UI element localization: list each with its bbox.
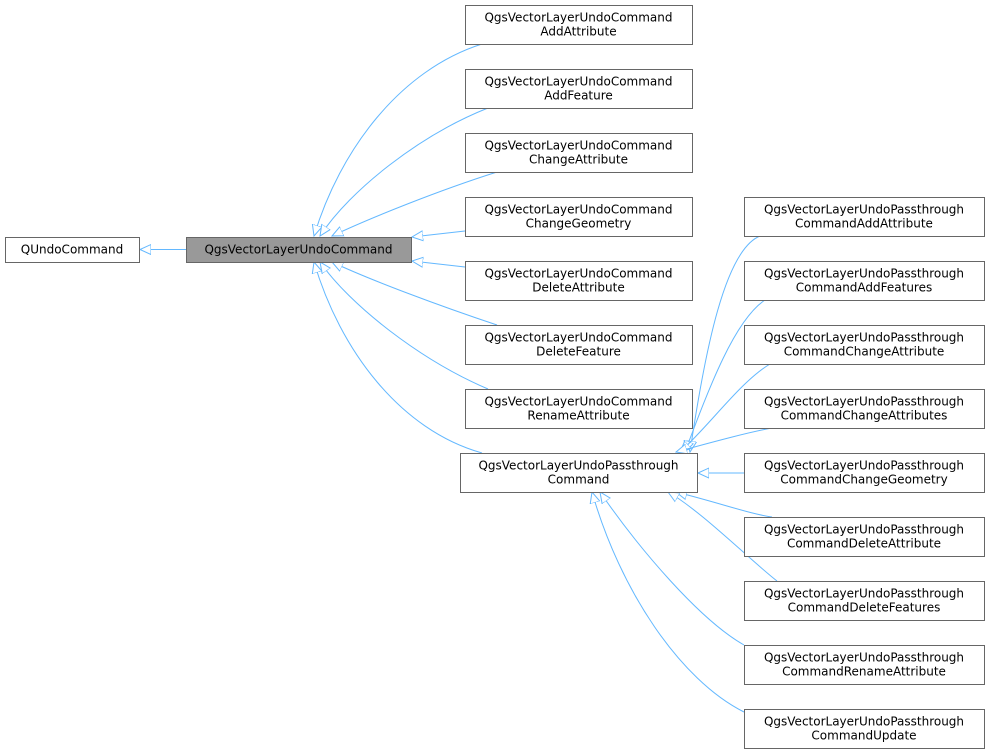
node-label: CommandChangeAttribute (784, 345, 945, 359)
node-p_chgattrs[interactable]: QgsVectorLayerUndoPassthroughCommandChan… (744, 389, 985, 429)
edge-p_addfeat-to-pass (685, 299, 766, 452)
edge-p_renattr-to-pass (600, 492, 745, 646)
node-box (465, 133, 693, 173)
node-label: QgsVectorLayerUndoCommand (484, 395, 672, 409)
node-base: QgsVectorLayerUndoCommand (186, 237, 412, 263)
node-box (460, 453, 698, 493)
node-box (744, 325, 985, 365)
node-p_update[interactable]: QgsVectorLayerUndoPassthroughCommandUpda… (744, 709, 985, 749)
edge-pass-to-base (314, 262, 483, 454)
node-box (744, 517, 985, 557)
node-label: AddAttribute (540, 25, 616, 39)
node-p_addattr[interactable]: QgsVectorLayerUndoPassthroughCommandAddA… (744, 197, 985, 237)
edge-p_delattr-to-pass (676, 492, 773, 518)
node-label: CommandAddAttribute (795, 217, 933, 231)
node-box (465, 389, 693, 429)
node-label: QgsVectorLayerUndoCommand (484, 75, 672, 89)
node-label: QgsVectorLayerUndoPassthrough (764, 715, 964, 729)
node-label: QgsVectorLayerUndoCommand (484, 139, 672, 153)
node-qundo[interactable]: QUndoCommand (5, 237, 140, 263)
node-box (744, 709, 985, 749)
node-box (465, 5, 693, 45)
node-p_renattr[interactable]: QgsVectorLayerUndoPassthroughCommandRena… (744, 645, 985, 685)
node-box (465, 69, 693, 109)
node-box (186, 237, 412, 263)
node-box (465, 325, 693, 365)
node-label: QgsVectorLayerUndoPassthrough (764, 267, 964, 281)
node-label: QgsVectorLayerUndoPassthrough (764, 459, 964, 473)
node-label: CommandDeleteFeatures (788, 601, 941, 615)
node-label: QgsVectorLayerUndoCommand (484, 331, 672, 345)
node-label: QgsVectorLayerUndoCommand (484, 11, 672, 25)
node-label: CommandDeleteAttribute (787, 537, 941, 551)
node-p_addfeat[interactable]: QgsVectorLayerUndoPassthroughCommandAddF… (744, 261, 985, 301)
node-label: ChangeAttribute (529, 153, 628, 167)
node-label: QgsVectorLayerUndoCommand (484, 203, 672, 217)
node-box (744, 645, 985, 685)
node-label: QgsVectorLayerUndoPassthrough (764, 651, 964, 665)
node-label: QgsVectorLayerUndoPassthrough (764, 203, 964, 217)
node-label: AddFeature (544, 89, 613, 103)
edge-p_delfeat-to-pass (668, 492, 778, 582)
node-box (465, 261, 693, 301)
node-label: QgsVectorLayerUndoPassthrough (764, 523, 964, 537)
node-label: DeleteFeature (536, 345, 621, 359)
node-box (744, 453, 985, 493)
edge-renattr-to-base (320, 262, 489, 390)
node-p_chggeom[interactable]: QgsVectorLayerUndoPassthroughCommandChan… (744, 453, 985, 493)
node-label: RenameAttribute (527, 409, 629, 423)
node-box (744, 389, 985, 429)
node-label: QgsVectorLayerUndoPassthrough (764, 587, 964, 601)
node-p_chgattr[interactable]: QgsVectorLayerUndoPassthroughCommandChan… (744, 325, 985, 365)
node-p_delattr[interactable]: QgsVectorLayerUndoPassthroughCommandDele… (744, 517, 985, 557)
node-label: QgsVectorLayerUndoPassthrough (764, 395, 964, 409)
edge-p_chgattr-to-pass (680, 363, 771, 452)
node-label: DeleteAttribute (532, 281, 624, 295)
node-box (744, 581, 985, 621)
node-box (744, 261, 985, 301)
edge-p_chgattrs-to-pass (676, 427, 773, 452)
node-label: QgsVectorLayerUndoCommand (204, 243, 392, 257)
edge-p_update-to-pass (592, 492, 745, 713)
node-label: CommandUpdate (811, 729, 916, 743)
node-p_delfeat[interactable]: QgsVectorLayerUndoPassthroughCommandDele… (744, 581, 985, 621)
node-label: QgsVectorLayerUndoCommand (484, 267, 672, 281)
node-label: QUndoCommand (21, 243, 123, 257)
edge-delattr-to-base (412, 261, 466, 267)
node-label: CommandChangeAttributes (781, 409, 948, 423)
node-label: QgsVectorLayerUndoPassthrough (764, 331, 964, 345)
node-label: ChangeGeometry (526, 217, 632, 231)
edge-addfeat-to-base (320, 107, 489, 236)
node-box (5, 237, 140, 263)
node-label: CommandChangeGeometry (780, 473, 947, 487)
edge-addattr-to-base (314, 43, 483, 236)
node-box (744, 197, 985, 237)
node-label: QgsVectorLayerUndoPassthrough (478, 459, 678, 473)
node-label: CommandAddFeatures (796, 281, 933, 295)
edge-delfeat-to-base (332, 262, 498, 326)
edge-p_addattr-to-pass (690, 235, 761, 452)
node-label: Command (548, 473, 610, 487)
node-box (465, 197, 693, 237)
edge-chggeom-to-base (412, 231, 466, 237)
node-label: CommandRenameAttribute (782, 665, 946, 679)
edge-chgattr-to-base (332, 171, 498, 236)
edges-layer (140, 43, 778, 713)
